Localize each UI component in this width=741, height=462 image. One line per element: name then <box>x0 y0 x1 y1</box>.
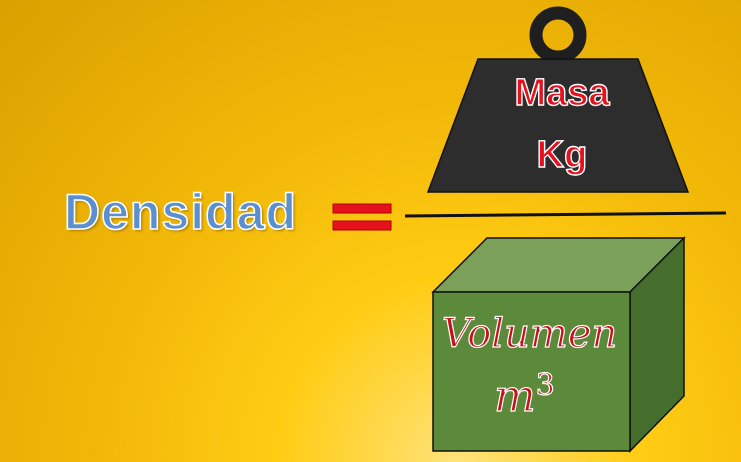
fraction-bar <box>404 211 727 218</box>
cube-icon <box>431 236 686 453</box>
volume-unit-label: m3 <box>493 362 555 422</box>
equals-sign <box>332 203 392 231</box>
weight-icon <box>426 6 690 193</box>
mass-label: Masa <box>514 71 610 114</box>
volume-unit-base: m <box>493 371 536 422</box>
volume-unit-exponent: 3 <box>535 367 555 403</box>
density-label: Densidad <box>63 183 298 241</box>
mass-unit-label: Kg <box>536 133 588 176</box>
volume-label: Volumen <box>441 311 618 357</box>
